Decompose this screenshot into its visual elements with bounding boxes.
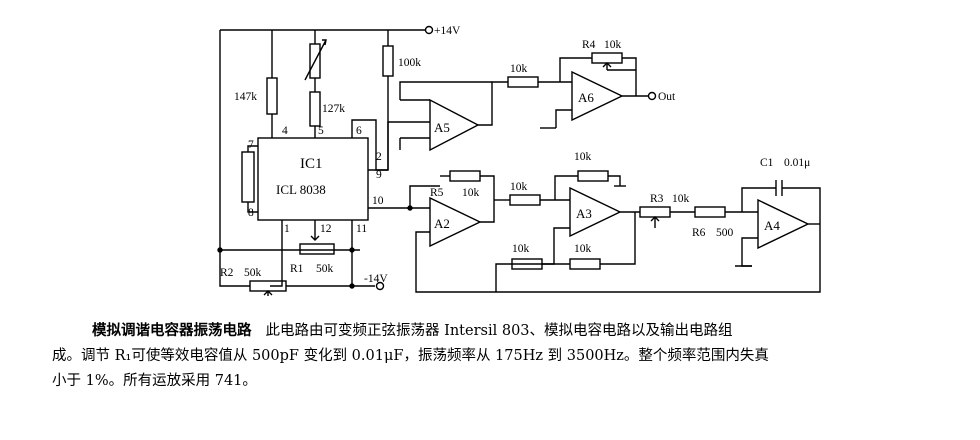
label-10k-bot2: 10k	[574, 243, 592, 255]
pin-8: 8	[248, 207, 254, 219]
label-r1: R1	[290, 263, 304, 275]
pin-7: 7	[248, 139, 254, 151]
timing-capacitor	[241, 151, 255, 203]
label-r5: R5	[430, 187, 444, 199]
caption-line-3: 小于 1%。所有运放采用 741。	[52, 373, 257, 389]
resistor-10k-bot2	[569, 258, 601, 270]
label-r1-value: 50k	[316, 263, 334, 275]
neg-supply-terminal	[375, 281, 385, 291]
label-c1: C1	[760, 157, 774, 169]
caption-line-2: 成。调节 R₁可使等效电容值从 500pF 变化到 0.01μF，振荡频率从 1…	[52, 348, 769, 364]
label-10k-bot1: 10k	[512, 243, 530, 255]
ic1-name: IC1	[300, 156, 323, 172]
label-r2-value: 50k	[244, 267, 262, 279]
output-label: Out	[658, 91, 676, 103]
amp-a2-label: A2	[434, 216, 450, 231]
label-10k-a3-in: 10k	[510, 181, 528, 193]
label-r3-value: 10k	[672, 193, 690, 205]
resistor-r5	[449, 170, 481, 182]
resistor-r3	[639, 206, 671, 218]
label-10k-a3-top: 10k	[574, 151, 592, 163]
pin-1: 1	[284, 223, 290, 235]
pos-supply-terminal	[424, 25, 434, 35]
pin-5: 5	[318, 125, 324, 137]
label-r4: R4	[582, 39, 596, 51]
pin-2: 2	[376, 151, 382, 163]
opamp-a5	[429, 98, 480, 152]
resistor-10k-a3-top	[577, 170, 609, 182]
caption: 模拟调谐电容器振荡电路此电路由可变频正弦振荡器 Intersil 803、模拟电…	[52, 318, 967, 394]
label-r6-value: 500	[716, 227, 734, 239]
label-r5-value: 10k	[462, 187, 480, 199]
pin-6: 6	[356, 125, 362, 137]
label-147k: 147k	[234, 91, 257, 103]
amp-a4-label: A4	[764, 218, 780, 233]
resistor-127k	[309, 91, 321, 127]
resistor-r4	[591, 52, 623, 64]
caption-title: 模拟调谐电容器振荡电路	[92, 322, 252, 339]
oscillator-schematic: +14V -14V 147k 127k 100k IC1 ICL 8038 4 …	[217, 25, 821, 296]
ic1-package	[257, 137, 369, 221]
opamp-a6	[571, 70, 624, 122]
label-r3: R3	[650, 193, 664, 205]
opamp-a4	[757, 198, 810, 250]
label-127k: 127k	[322, 103, 345, 115]
resistor-10k-a6-in	[507, 76, 539, 88]
label-100k: 100k	[398, 57, 421, 69]
label-r4-value: 10k	[604, 39, 622, 51]
resistor-147k	[266, 77, 278, 115]
label-10k-a6-in: 10k	[510, 63, 528, 75]
pin-10: 10	[372, 195, 384, 207]
pin-9: 9	[376, 169, 382, 181]
ic1-part: ICL 8038	[276, 182, 326, 197]
pin-11: 11	[356, 223, 367, 235]
opamp-a2	[429, 196, 482, 248]
pos-supply-label: +14V	[434, 25, 461, 37]
capacitor-c1	[775, 180, 783, 196]
pin-12: 12	[320, 223, 332, 235]
opamp-a3	[569, 186, 622, 238]
label-r2: R2	[220, 267, 234, 279]
pin-4: 4	[282, 125, 288, 137]
amp-a3-label: A3	[576, 206, 592, 221]
amp-a6-label: A6	[578, 90, 594, 105]
caption-line-1: 此电路由可变频正弦振荡器 Intersil 803、模拟电容电路以及输出电路组	[265, 323, 733, 339]
resistor-r6	[694, 206, 726, 218]
neg-supply-label: -14V	[364, 273, 388, 285]
amp-a5-label: A5	[434, 120, 450, 135]
potentiometer-r1	[299, 243, 335, 255]
resistor-100k	[382, 45, 394, 77]
label-c1-value: 0.01μ	[784, 157, 810, 169]
resistor-10k-a3-in	[509, 194, 541, 206]
output-terminal	[647, 91, 657, 101]
label-r6: R6	[692, 227, 706, 239]
